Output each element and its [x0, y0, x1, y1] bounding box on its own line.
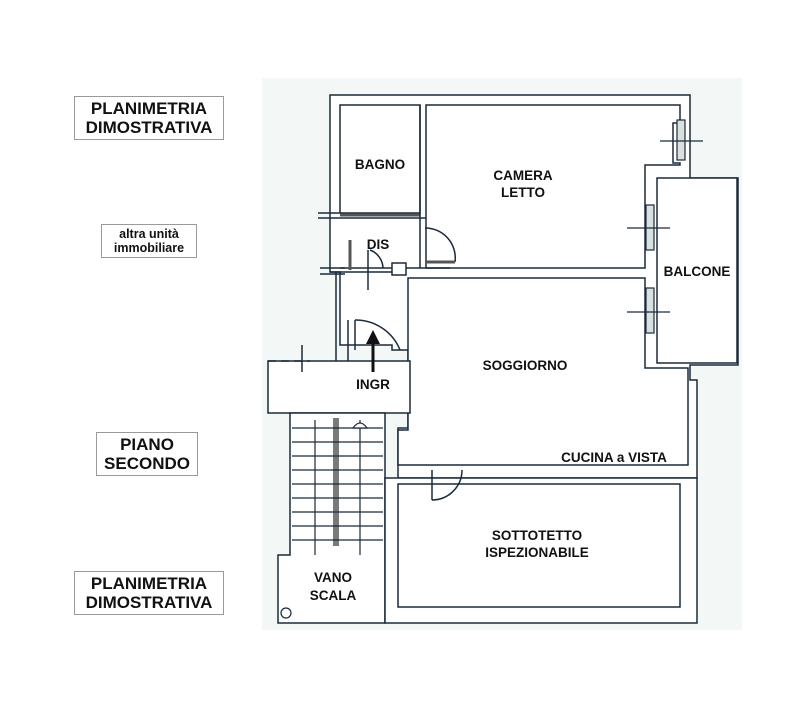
- window-bedroom-top: [676, 119, 686, 161]
- entrance-arrow-icon: [366, 330, 380, 372]
- floor-line-1: PIANO: [120, 435, 174, 454]
- stair-column: [280, 607, 292, 619]
- room-label-stairwell-1: VANO: [314, 570, 352, 585]
- title-line-1: PLANIMETRIA: [90, 99, 208, 118]
- room-label-balcony: BALCONE: [664, 264, 731, 279]
- title-label-top: PLANIMETRIA DIMOSTRATIVA: [74, 96, 224, 141]
- window-living-balcony: [645, 287, 655, 334]
- room-label-bedroom-2: LETTO: [501, 185, 545, 200]
- room-label-attic-2: ISPEZIONABILE: [485, 545, 589, 560]
- staircase: [280, 418, 383, 619]
- other-unit-line-2: immobiliare: [113, 241, 185, 255]
- floor-line-2: SECONDO: [104, 454, 190, 474]
- other-unit-line-1: altra unità: [119, 227, 179, 241]
- windows: [627, 119, 703, 334]
- stair-shell: [277, 412, 386, 624]
- entrance-wall: [267, 360, 411, 414]
- shaft-box: [391, 262, 407, 276]
- bedroom-wall: [425, 104, 681, 269]
- title-line-1: PLANIMETRIA: [90, 574, 208, 593]
- floor-label: PIANO SECONDO: [96, 432, 198, 477]
- bath-door-swing: [369, 249, 384, 269]
- title-label-bottom: PLANIMETRIA DIMOSTRATIVA: [74, 571, 224, 616]
- room-label-bathroom: BAGNO: [355, 157, 405, 172]
- walls: [267, 94, 739, 624]
- entrance-door-swing: [354, 319, 401, 351]
- bathroom-wall: [339, 104, 421, 214]
- title-line-2: DIMOSTRATIVA: [85, 593, 213, 613]
- other-unit-label: altra unità immobiliare: [101, 224, 197, 258]
- room-label-kitchen: CUCINA a VISTA: [561, 450, 667, 465]
- attic-inner-wall: [397, 483, 681, 608]
- dis-door-swing: [424, 227, 457, 263]
- room-label-living: SOGGIORNO: [483, 358, 568, 373]
- room-label-bedroom-1: CAMERA: [493, 168, 552, 183]
- room-label-attic-1: SOTTOTETTO: [492, 528, 582, 543]
- stair-rail: [333, 418, 339, 546]
- balcony-wall: [656, 177, 738, 364]
- attic-door-swing: [431, 469, 463, 501]
- room-label-stairwell-2: SCALA: [310, 588, 357, 603]
- room-label-entrance: INGR: [356, 377, 390, 392]
- living-wall: [397, 277, 689, 466]
- room-label-hallway: DIS: [367, 237, 390, 252]
- partitions: [268, 105, 463, 501]
- title-line-2: DIMOSTRATIVA: [85, 118, 213, 138]
- stair-direction-marker: [351, 422, 369, 429]
- stair-steps: [292, 427, 383, 541]
